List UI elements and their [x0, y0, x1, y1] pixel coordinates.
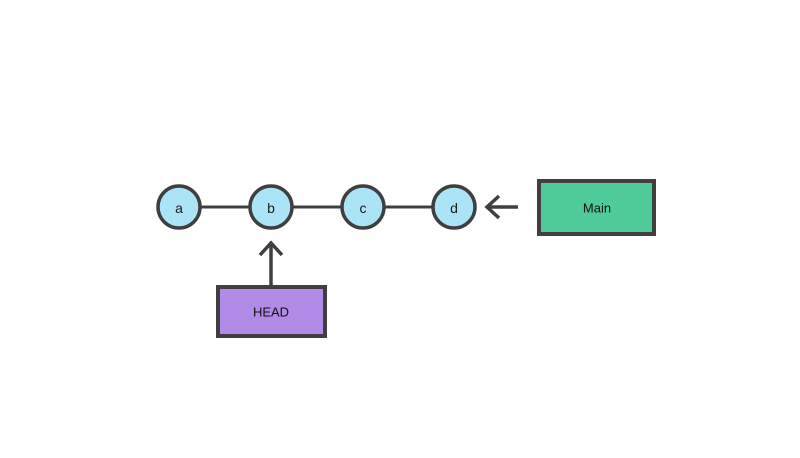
- main-branch-rect: [537, 179, 656, 236]
- head-pointer-arrow: [258, 240, 284, 285]
- head-box[interactable]: HEAD: [216, 285, 327, 338]
- main-branch-box[interactable]: Main: [537, 179, 656, 236]
- commit-circle-c: [340, 184, 386, 230]
- commit-node-c[interactable]: c: [340, 184, 386, 230]
- head-box-rect: [216, 285, 327, 338]
- head-box-label: HEAD: [253, 305, 289, 320]
- commit-circle-d: [431, 184, 477, 230]
- commit-label-b: b: [267, 200, 275, 216]
- commit-circle-b: [248, 184, 294, 230]
- main-arrow-head-icon: [484, 194, 501, 220]
- main-branch-label: Main: [583, 201, 611, 216]
- commit-label-c: c: [360, 200, 367, 216]
- commit-node-a[interactable]: a: [156, 184, 202, 230]
- commit-node-b[interactable]: b: [248, 184, 294, 230]
- head-arrow-head-icon: [258, 240, 284, 257]
- commit-label-d: d: [450, 200, 458, 216]
- commit-node-d[interactable]: d: [431, 184, 477, 230]
- commit-circle-a: [156, 184, 202, 230]
- main-branch-arrow: [484, 194, 518, 220]
- commit-label-a: a: [175, 200, 183, 216]
